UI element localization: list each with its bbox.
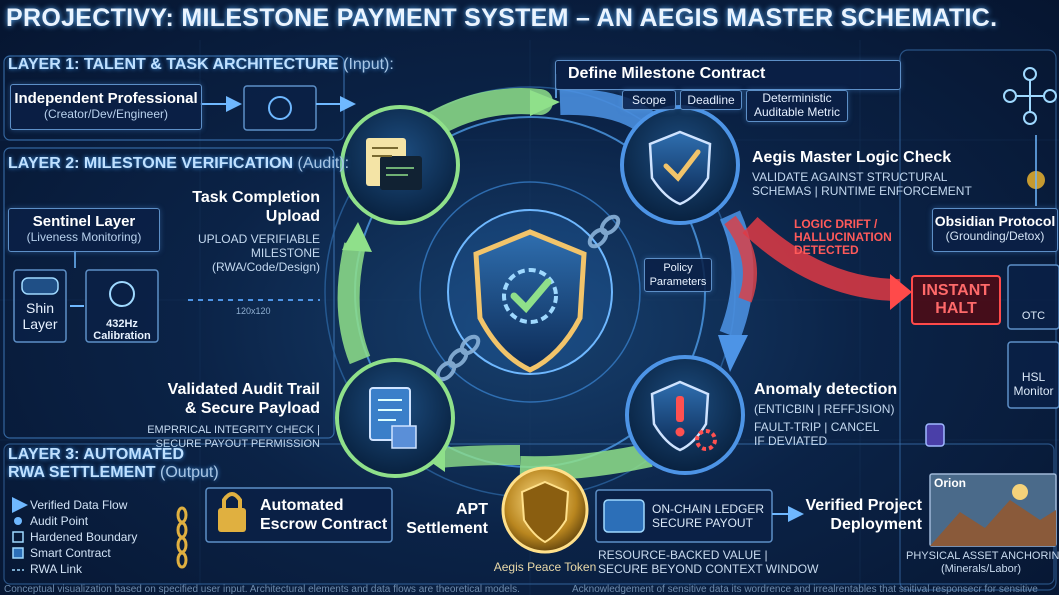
escrow-contract-label: Automated Escrow Contract — [260, 496, 387, 534]
shin-layer-label: Shin Layer — [14, 300, 66, 332]
logic-sub-2: SCHEMAS | RUNTIME ENFORCEMENT — [752, 184, 972, 198]
apt-settlement-label: APT Settlement — [404, 500, 488, 538]
layer-2-name: LAYER 2: MILESTONE VERIFICATION — [8, 155, 294, 172]
anomaly-detection-block: Anomaly detection (ENTICBIN | REFFJSION)… — [754, 380, 897, 448]
escrow-line-2: Escrow Contract — [260, 516, 388, 533]
resource-backed-label: RESOURCE-BACKED VALUE | SECURE BEYOND CO… — [598, 548, 818, 576]
deadline-tag: Deadline — [680, 90, 742, 110]
logic-check-block: Aegis Master Logic Check VALIDATE AGAINS… — [752, 148, 972, 198]
drift-line-2: HALLUCINATION — [794, 230, 892, 244]
layer-1-name: LAYER 1: TALENT & TASK ARCHITECTURE — [8, 56, 339, 73]
obsidian-sub: (Grounding/Detox) — [945, 229, 1045, 243]
legend-smart-contract: Smart Contract — [30, 546, 111, 560]
legend-rwa-link: RWA Link — [30, 562, 83, 576]
upload-title-1: Task Completion — [192, 189, 320, 206]
halt-line-1: INSTANT — [921, 282, 991, 299]
hsl-line-2: Monitor — [1013, 384, 1054, 398]
define-milestone-contract-box: Define Milestone Contract — [555, 60, 901, 90]
deploy-line-1: Verified Project — [805, 497, 923, 514]
layer-2-label: LAYER 2: MILESTONE VERIFICATION (Audit): — [8, 155, 349, 173]
resource-line-2: SECURE BEYOND CONTEXT WINDOW — [598, 562, 819, 576]
footer-left-note: Conceptual visualization based on specif… — [4, 584, 520, 595]
verified-deployment-label: Verified Project Deployment — [804, 496, 923, 534]
deterministic-metric-tag: Deterministic Auditable Metric — [746, 90, 848, 122]
physical-asset-label: PHYSICAL ASSET ANCHORING (Minerals/Labor… — [906, 550, 1059, 576]
obsidian-protocol-box: Obsidian Protocol (Grounding/Detox) — [932, 208, 1058, 252]
document-icon — [366, 138, 422, 190]
upload-sub-3: (RWA/Code/Design) — [211, 260, 320, 274]
shin-line-1: Shin — [25, 300, 55, 316]
calibration-label: 432Hz Calibration — [86, 318, 158, 342]
hsl-monitor-label: HSL Monitor — [1008, 370, 1059, 398]
layer-1-tag: (Input): — [343, 56, 394, 73]
independent-professional-box: Independent Professional (Creator/Dev/En… — [10, 84, 202, 130]
audit-sub-1: EMPRRICAL INTEGRITY CHECK | — [147, 424, 320, 436]
legend-hardened-boundary: Hardened Boundary — [30, 530, 138, 544]
shin-line-2: Layer — [22, 316, 58, 332]
drift-line-1: LOGIC DRIFT / — [794, 217, 878, 231]
obsidian-title: Obsidian Protocol — [934, 213, 1056, 229]
sentinel-title: Sentinel Layer — [32, 213, 136, 230]
scope-tag: Scope — [622, 90, 676, 110]
upload-title-2: Upload — [265, 208, 320, 225]
upload-sub-2: MILESTONE — [250, 246, 320, 260]
instant-halt-box: INSTANT HALT — [912, 282, 1000, 318]
escrow-line-1: Automated — [260, 497, 344, 514]
deploy-line-2: Deployment — [830, 516, 922, 533]
halt-line-2: HALT — [935, 300, 977, 317]
apt-line-1: APT — [456, 501, 488, 518]
logic-sub-1: VALIDATE AGAINST STRUCTURAL — [752, 170, 948, 184]
orion-label: Orion — [934, 476, 966, 490]
drift-line-3: DETECTED — [794, 243, 859, 257]
task-completion-upload-block: Task Completion Upload UPLOAD VERIFIABLE… — [150, 188, 320, 274]
physical-line-2: (Minerals/Labor) — [940, 563, 1022, 575]
layer-3-name-b: RWA SETTLEMENT — [8, 464, 156, 481]
audit-title-1: Validated Audit Trail — [167, 381, 320, 398]
audit-trail-block: Validated Audit Trail & Secure Payload E… — [130, 380, 320, 451]
layer-3-label: LAYER 3: AUTOMATED RWA SETTLEMENT (Outpu… — [8, 446, 219, 482]
calibration-line-1: 432Hz — [106, 318, 138, 330]
otc-label: OTC — [1021, 310, 1046, 322]
logic-title: Aegis Master Logic Check — [752, 149, 952, 166]
upload-sub-1: UPLOAD VERIFIABLE — [197, 232, 320, 246]
sentinel-layer-box: Sentinel Layer (Liveness Monitoring) — [8, 208, 160, 252]
policy-parameters-box: Policy Parameters — [644, 258, 712, 292]
anomaly-sub-2: IF DEVIATED — [754, 434, 828, 448]
logic-drift-warning: LOGIC DRIFT / HALLUCINATION DETECTED — [794, 218, 892, 257]
sentinel-sub: (Liveness Monitoring) — [26, 230, 142, 244]
page-title: PROJECTIVY: MILESTONE PAYMENT SYSTEM – A… — [6, 4, 998, 32]
aegis-peace-token-label: Aegis Peace Token — [493, 560, 597, 574]
professional-sub: (Creator/Dev/Engineer) — [43, 107, 169, 121]
legend-audit-point: Audit Point — [30, 514, 89, 528]
resource-line-1: RESOURCE-BACKED VALUE | — [598, 548, 768, 562]
layer-1-label: LAYER 1: TALENT & TASK ARCHITECTURE (Inp… — [8, 56, 394, 74]
contract-title: Define Milestone Contract — [568, 65, 766, 82]
audit-title-2: & Secure Payload — [184, 400, 320, 417]
metric-line-2: Auditable Metric — [753, 105, 841, 119]
ledger-label: ON-CHAIN LEDGER SECURE PAYOUT — [652, 502, 764, 530]
footer-right-note: Acknowledgement of sensitive data its wo… — [572, 584, 1038, 595]
policy-line-1: Policy — [663, 262, 693, 274]
metric-line-1: Deterministic — [762, 91, 832, 105]
ledger-line-2: SECURE PAYOUT — [652, 516, 753, 530]
apt-line-2: Settlement — [406, 520, 488, 537]
legend: Verified Data Flow Audit Point Hardened … — [30, 497, 137, 577]
anomaly-title: Anomaly detection — [754, 381, 898, 398]
ledger-line-1: ON-CHAIN LEDGER — [652, 502, 765, 516]
anomaly-sub-1: FAULT-TRIP | CANCEL — [754, 420, 880, 434]
anomaly-sub-0: (ENTICBIN | REFFJSION) — [754, 402, 895, 416]
calibration-line-2: Calibration — [93, 330, 151, 342]
legend-verified-data-flow: Verified Data Flow — [30, 498, 128, 512]
layer-2-tag: (Audit): — [297, 155, 350, 172]
layer-3-tag: (Output) — [160, 464, 219, 481]
professional-title: Independent Professional — [14, 90, 198, 107]
audit-sub-2: SECURE PAYOUT PERMISSION — [155, 438, 320, 450]
layer-3-name-a: LAYER 3: AUTOMATED — [8, 446, 185, 463]
hsl-line-1: HSL — [1021, 370, 1046, 384]
dimension-label: 120x120 — [236, 306, 271, 316]
physical-line-1: PHYSICAL ASSET ANCHORING — [906, 550, 1059, 562]
policy-line-2: Parameters — [649, 276, 707, 288]
